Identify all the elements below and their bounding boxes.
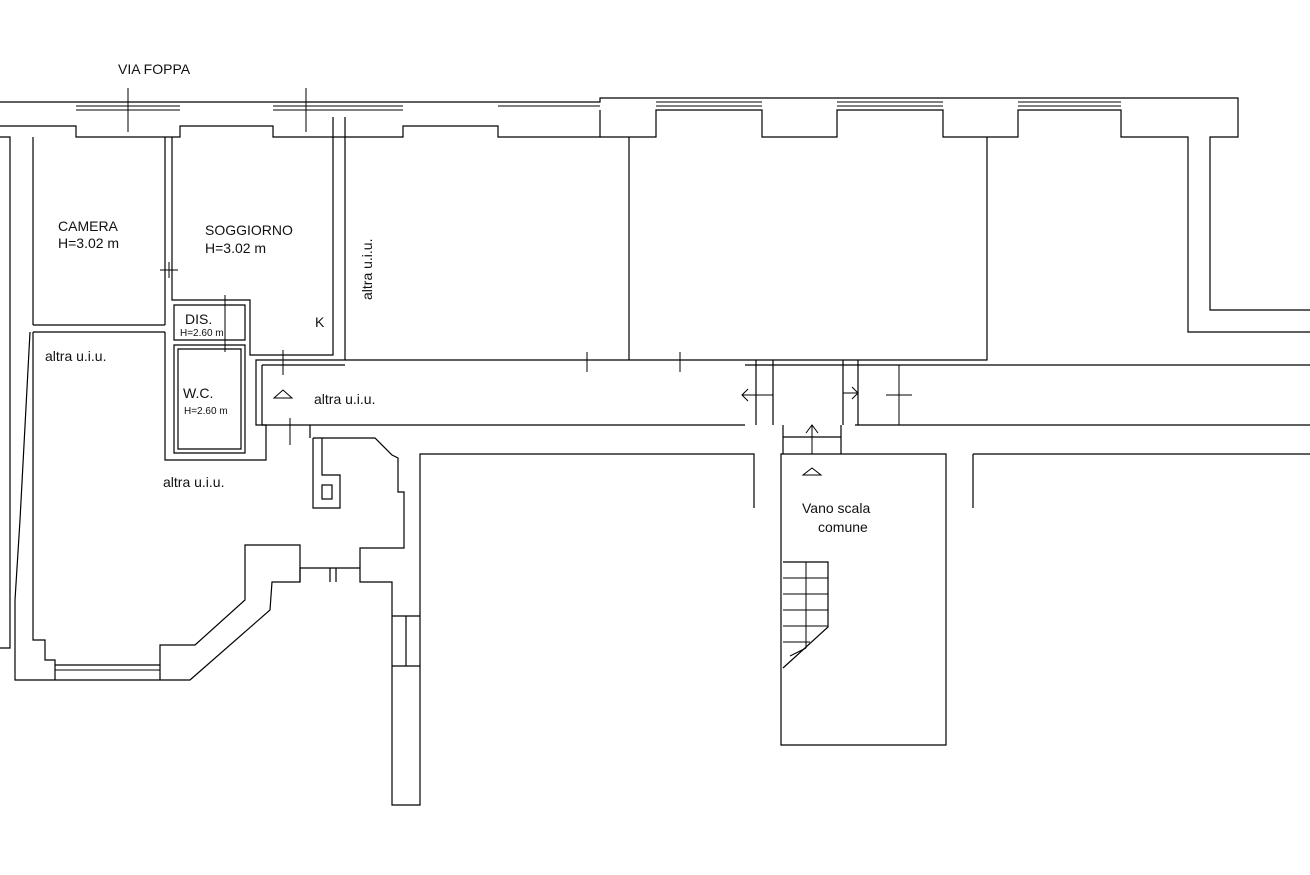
room-camera: CAMERA H=3.02 m (58, 218, 119, 251)
soggiorno-height: H=3.02 m (205, 240, 266, 256)
soggiorno-name: SOGGIORNO (205, 222, 293, 238)
windows (76, 101, 1121, 111)
inner-walls (160, 117, 1310, 461)
camera-height: H=3.02 m (58, 235, 119, 251)
dis-name: DIS. (185, 311, 212, 327)
stair-label-1: Vano scala (802, 500, 870, 516)
wc-height: H=2.60 m (184, 406, 228, 417)
dis-height: H=2.60 m (180, 328, 224, 339)
left-walls (0, 136, 755, 806)
room-soggiorno: SOGGIORNO H=3.02 m (205, 222, 293, 256)
wc-name: W.C. (183, 385, 213, 401)
altra-corridor-label: altra u.i.u. (314, 391, 375, 407)
room-wc: W.C. H=2.60 m (183, 385, 228, 417)
room-stair: Vano scala comune (802, 500, 870, 535)
stair-shaft (272, 360, 1310, 746)
room-dis: DIS. H=2.60 m (180, 311, 224, 339)
camera-name: CAMERA (58, 218, 119, 234)
altra-vertical-label: altra u.i.u. (359, 239, 375, 300)
service-zone (312, 437, 405, 568)
altra-left-label: altra u.i.u. (45, 348, 106, 364)
kitchen-mark: K (315, 314, 325, 330)
stair-label-2: comune (818, 519, 868, 535)
facade-wall (0, 97, 1310, 333)
street-label: VIA FOPPA (118, 61, 191, 77)
altra-bottom-label: altra u.i.u. (163, 474, 224, 490)
